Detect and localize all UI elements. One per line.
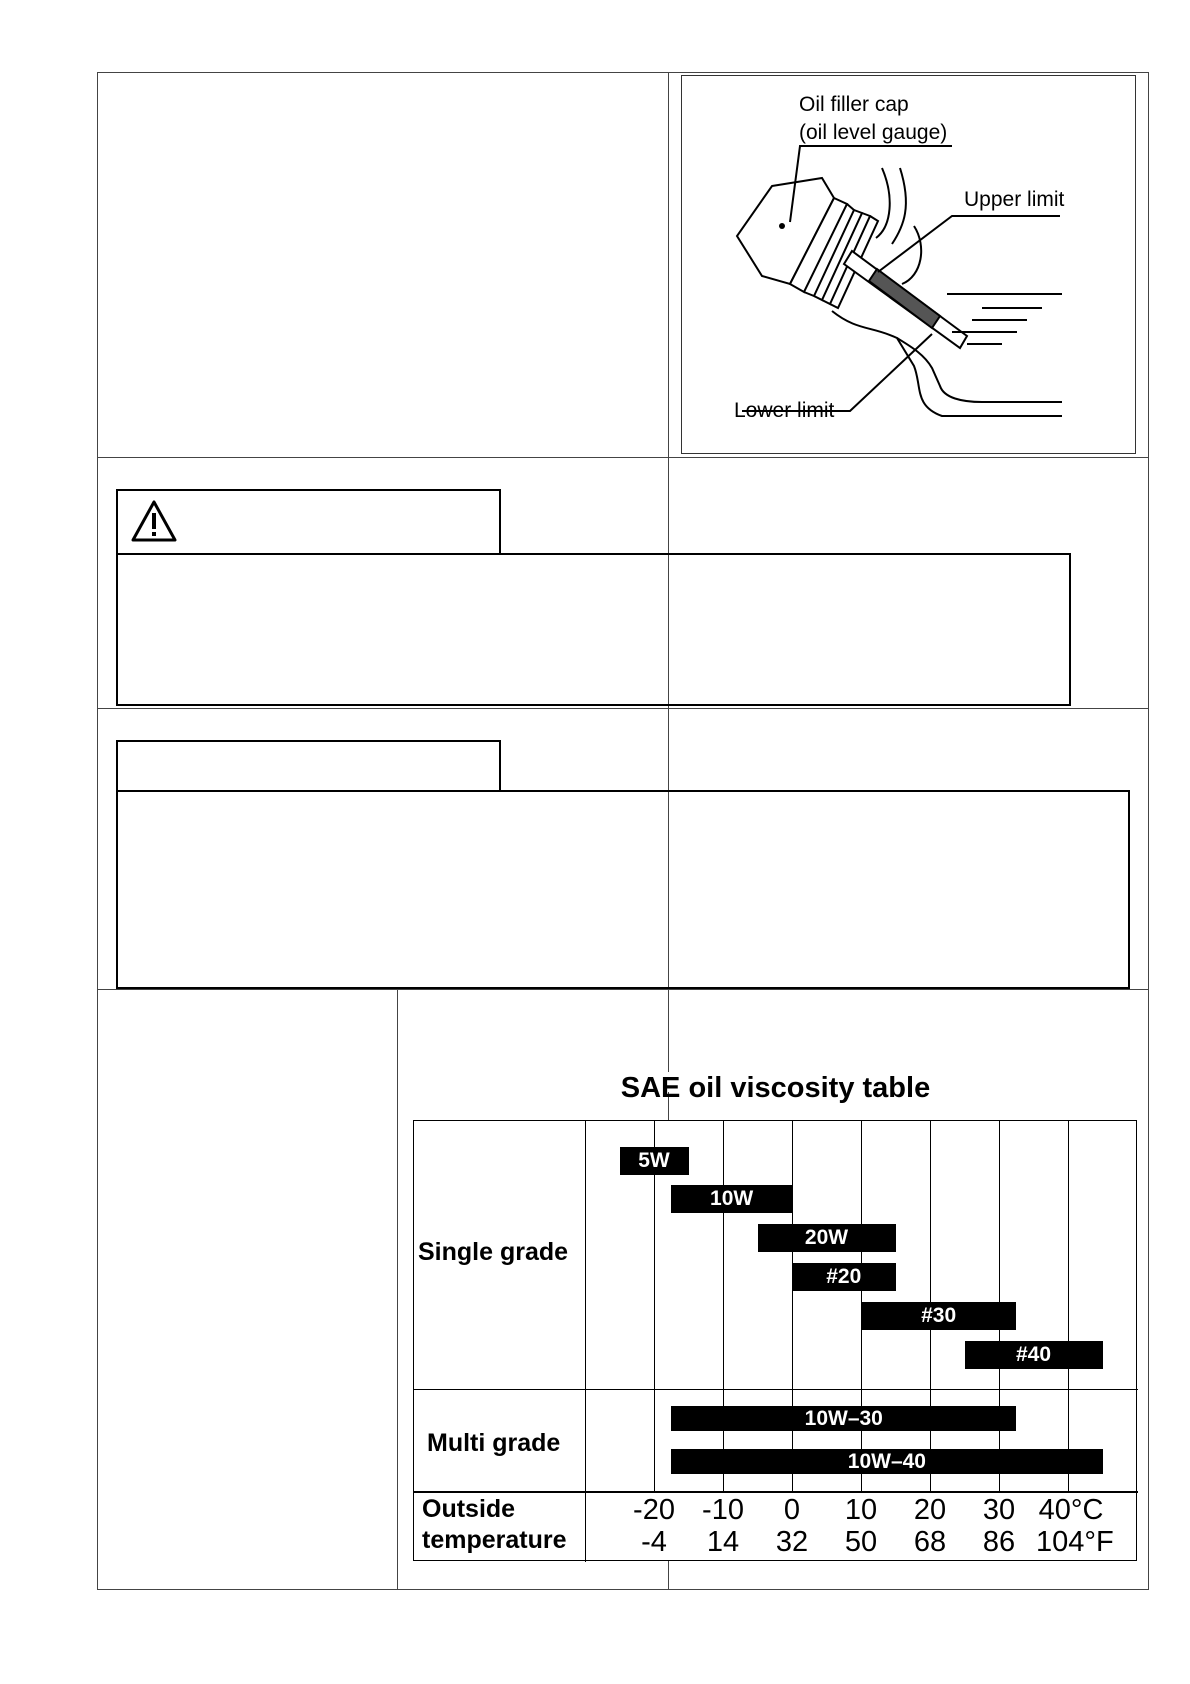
warning-header-box: [116, 489, 501, 555]
grid-line: [1068, 1121, 1069, 1491]
lower-limit-label: Lower limit: [734, 399, 835, 422]
celsius-tick-label: 20: [913, 1494, 947, 1526]
fahrenheit-tick-label: 68: [913, 1526, 947, 1558]
celsius-tick-label: -10: [702, 1494, 744, 1526]
oil-filler-cap-label: Oil filler cap: [799, 93, 909, 116]
oil-gauge-diagram: Oil filler cap (oil level gauge) Upper l…: [681, 75, 1136, 454]
viscosity-table: Single grade Multi grade Outside tempera…: [413, 1120, 1138, 1562]
outside-temp-label-line2: temperature: [422, 1526, 567, 1554]
oil-level-gauge-label: (oil level gauge): [799, 121, 948, 144]
upper-limit-label: Upper limit: [964, 188, 1065, 211]
viscosity-table-title: SAE oil viscosity table: [620, 1072, 931, 1104]
grid-line: [792, 1121, 793, 1491]
viscosity-table-title-area: SAE oil viscosity table: [413, 1072, 1138, 1104]
viscosity-bar: #40: [964, 1341, 1103, 1369]
celsius-tick-label: 10: [844, 1494, 878, 1526]
multi-grade-label: Multi grade: [427, 1429, 561, 1457]
table-row-divider: [97, 457, 1149, 458]
table-border-left: [97, 72, 98, 1590]
fahrenheit-tick-label: 50: [844, 1526, 878, 1558]
label-column-divider: [585, 1121, 586, 1562]
single-grade-label: Single grade: [418, 1238, 569, 1266]
table-row-divider: [97, 708, 1149, 709]
viscosity-bar: 10W–40: [671, 1449, 1103, 1474]
table-row-divider: [97, 989, 1149, 990]
fahrenheit-tick-label: 104°F: [1036, 1526, 1114, 1558]
fahrenheit-tick-label: -4: [641, 1526, 667, 1558]
celsius-tick-label: -20: [633, 1494, 675, 1526]
table-column-divider: [668, 72, 669, 1590]
celsius-tick-label: 0: [783, 1494, 801, 1526]
viscosity-bar: 20W: [757, 1224, 896, 1252]
viscosity-bar: 10W–30: [671, 1406, 1017, 1431]
warning-content-box: [116, 553, 1071, 706]
viscosity-bar: 5W: [619, 1147, 689, 1175]
fahrenheit-tick-label: 32: [775, 1526, 809, 1558]
table-border-top: [97, 72, 1149, 73]
oil-gauge-drawing: [735, 145, 1062, 417]
viscosity-bar: #20: [792, 1263, 896, 1291]
outside-temp-label-line1: Outside: [422, 1495, 516, 1523]
table-border-right: [1148, 72, 1149, 1590]
notice-content-box: [116, 790, 1130, 989]
notice-header-box: [116, 740, 501, 792]
table-column-divider: [397, 989, 398, 1589]
grid-line: [654, 1121, 655, 1491]
viscosity-bar: #30: [861, 1302, 1017, 1330]
viscosity-bar: 10W: [671, 1185, 792, 1213]
table-border-bottom: [97, 1589, 1149, 1590]
celsius-tick-label: 40°C: [1038, 1494, 1104, 1526]
warning-triangle-icon: [131, 500, 177, 542]
fahrenheit-tick-label: 14: [706, 1526, 740, 1558]
multi-temp-divider: [414, 1491, 1138, 1493]
fahrenheit-tick-label: 86: [982, 1526, 1016, 1558]
single-multi-divider: [414, 1389, 1138, 1390]
grid-line: [723, 1121, 724, 1491]
celsius-tick-label: 30: [982, 1494, 1016, 1526]
